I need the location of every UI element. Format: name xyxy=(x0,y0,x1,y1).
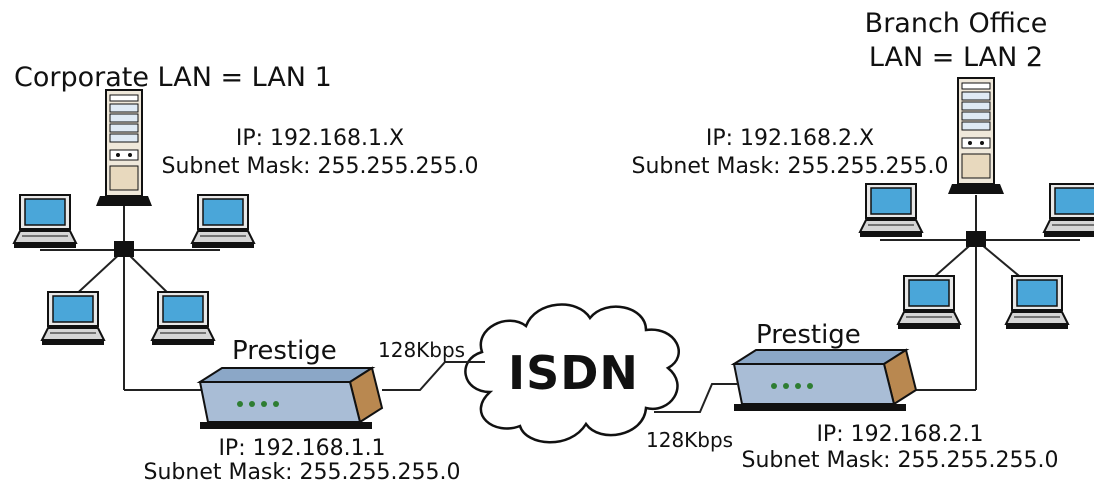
corporate-router-ip: IP: 192.168.1.1 xyxy=(218,436,386,461)
corporate-router-name: Prestige xyxy=(232,336,337,366)
branch-link-speed: 128Kbps xyxy=(646,428,734,452)
branch-pc1-icon xyxy=(859,183,923,238)
isdn-cloud-icon xyxy=(464,303,680,444)
corporate-router-icon xyxy=(199,367,383,430)
branch-hub-icon xyxy=(966,231,986,247)
branch-pc2-icon xyxy=(1043,183,1094,238)
branch-lan-ip: IP: 192.168.2.X xyxy=(705,126,875,151)
corporate-lan-ip: IP: 192.168.1.X xyxy=(235,126,405,151)
corporate-lan-mask: Subnet Mask: 255.255.255.0 xyxy=(161,154,479,179)
branch-title-line1: Branch Office xyxy=(864,8,1048,39)
branch-title-line2: LAN = LAN 2 xyxy=(868,42,1044,73)
branch-wiring xyxy=(880,195,1080,391)
corporate-pc2-icon xyxy=(191,194,255,249)
corporate-hub-icon xyxy=(114,241,134,257)
corporate-pc1-icon xyxy=(13,194,77,249)
corporate-link-speed: 128Kbps xyxy=(378,338,466,362)
branch-router-ip: IP: 192.168.2.1 xyxy=(816,422,984,447)
branch-router-icon xyxy=(733,349,917,412)
corporate-pc4-icon xyxy=(151,291,215,346)
corporate-server-icon xyxy=(95,89,153,207)
corporate-router-mask: Subnet Mask: 255.255.255.0 xyxy=(143,460,461,485)
isdn-label: ISDN xyxy=(508,346,639,400)
branch-lan-mask: Subnet Mask: 255.255.255.0 xyxy=(631,154,949,179)
corporate-pc3-icon xyxy=(41,291,105,346)
branch-router-mask: Subnet Mask: 255.255.255.0 xyxy=(741,448,1059,473)
wan-links xyxy=(382,361,738,413)
branch-server-icon xyxy=(947,77,1005,195)
branch-pc3-icon xyxy=(897,275,961,330)
branch-pc4-icon xyxy=(1005,275,1069,330)
branch-lan xyxy=(733,77,1094,412)
branch-router-name: Prestige xyxy=(756,320,861,350)
corporate-lan xyxy=(13,89,383,430)
corporate-lan-title: Corporate LAN = LAN 1 xyxy=(14,62,332,93)
